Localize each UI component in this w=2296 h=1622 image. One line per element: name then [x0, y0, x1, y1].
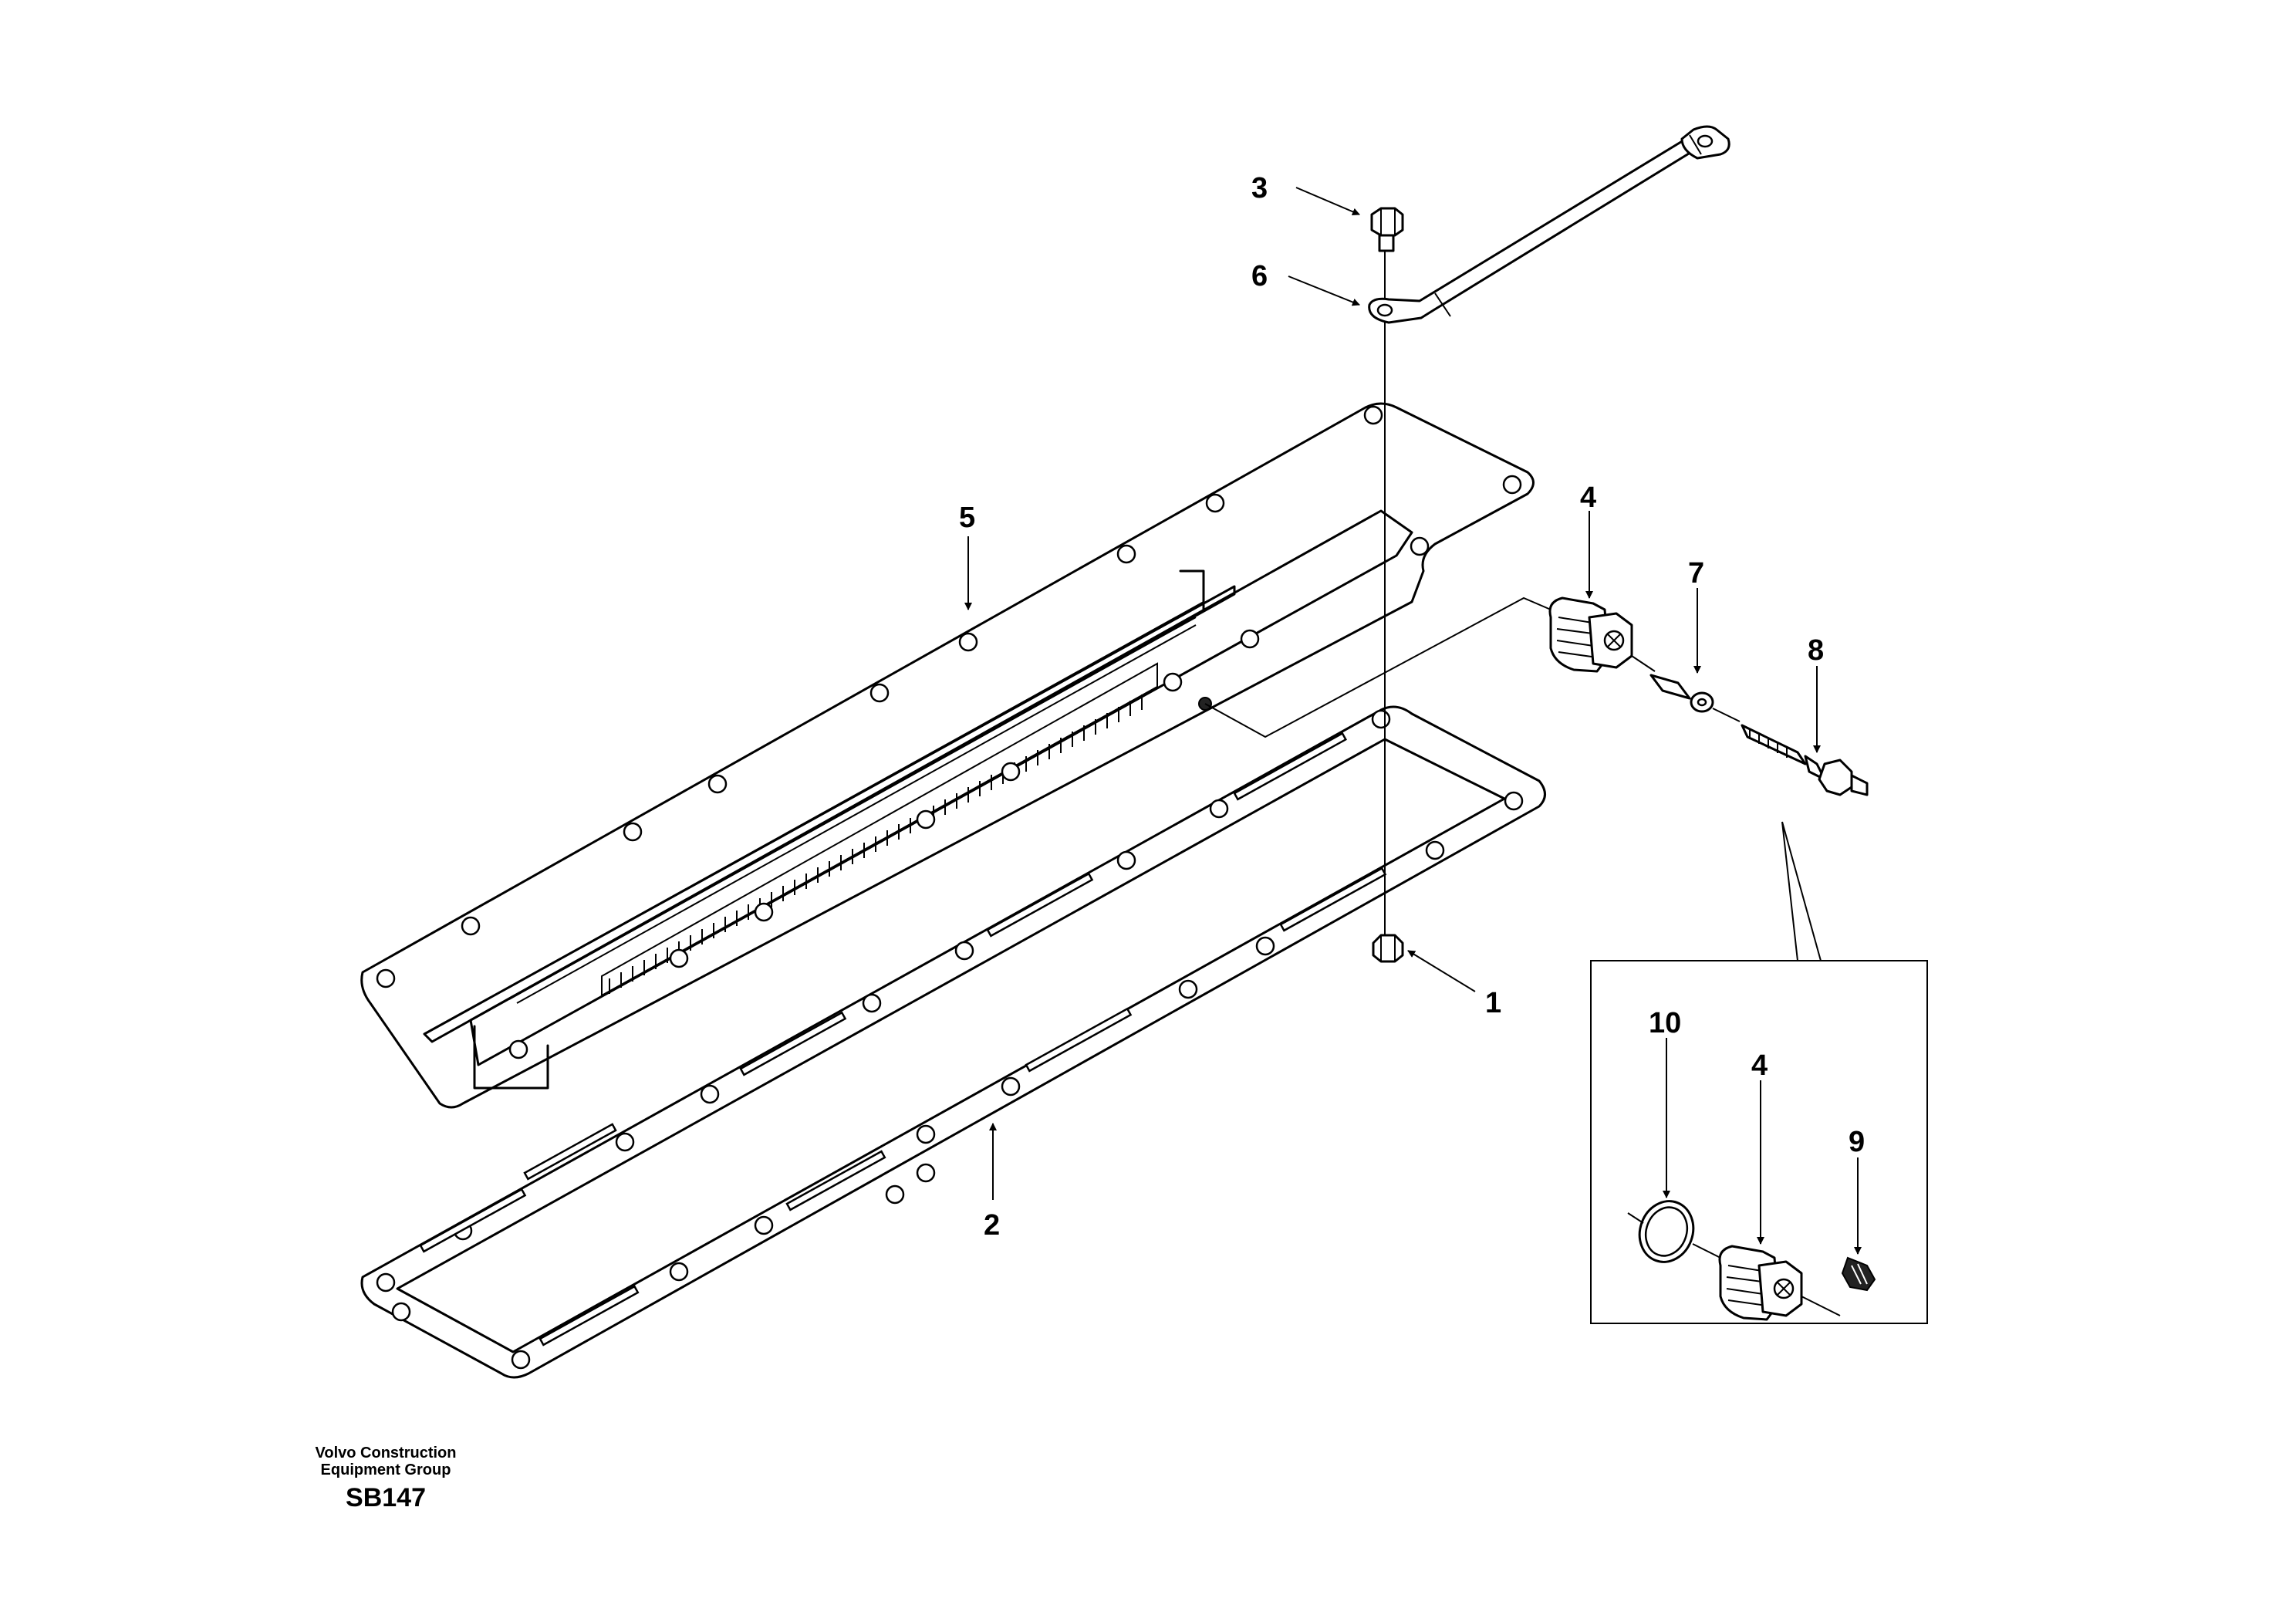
callout-1: 1 — [1485, 987, 1501, 1019]
sleeve-part-7 — [1631, 655, 1714, 713]
gasket-part-2 — [360, 705, 1546, 1379]
cover-teeth — [609, 694, 1143, 994]
plug-part-4 — [1548, 596, 1633, 673]
callout-10: 10 — [1649, 1007, 1681, 1039]
callout-6: 6 — [1251, 260, 1268, 292]
callout-3: 3 — [1251, 172, 1268, 204]
o-ring-part-10 — [1627, 1200, 1721, 1263]
callout-labels: 1 2 3 4 4 5 6 7 8 9 10 — [959, 172, 1865, 1242]
callout-8: 8 — [1808, 634, 1824, 667]
leader-cover-to-sensor — [1204, 596, 1551, 738]
plug-part-4-detail — [1718, 1245, 1841, 1321]
callout-4-detail: 4 — [1751, 1049, 1768, 1082]
nut-part-1 — [1372, 934, 1404, 963]
footer-company-line1: Volvo Construction — [315, 1445, 457, 1461]
callout-9: 9 — [1849, 1126, 1865, 1158]
callout-2: 2 — [984, 1209, 1000, 1242]
footer-diagram-code: SB147 — [346, 1483, 426, 1512]
bolt-part-3 — [1370, 207, 1404, 252]
footer-company-line2: Equipment Group — [320, 1461, 451, 1478]
sensor-part-8 — [1712, 708, 1869, 796]
callout-7: 7 — [1688, 557, 1704, 590]
ground-strap-part-6 — [1368, 125, 1730, 324]
callout-4: 4 — [1580, 482, 1596, 514]
cover-part-5 — [360, 402, 1535, 1109]
insert-part-9 — [1841, 1256, 1876, 1292]
callout-5: 5 — [959, 502, 975, 534]
detail-inset — [1590, 821, 1928, 1324]
callout-arrows — [964, 187, 1862, 1255]
